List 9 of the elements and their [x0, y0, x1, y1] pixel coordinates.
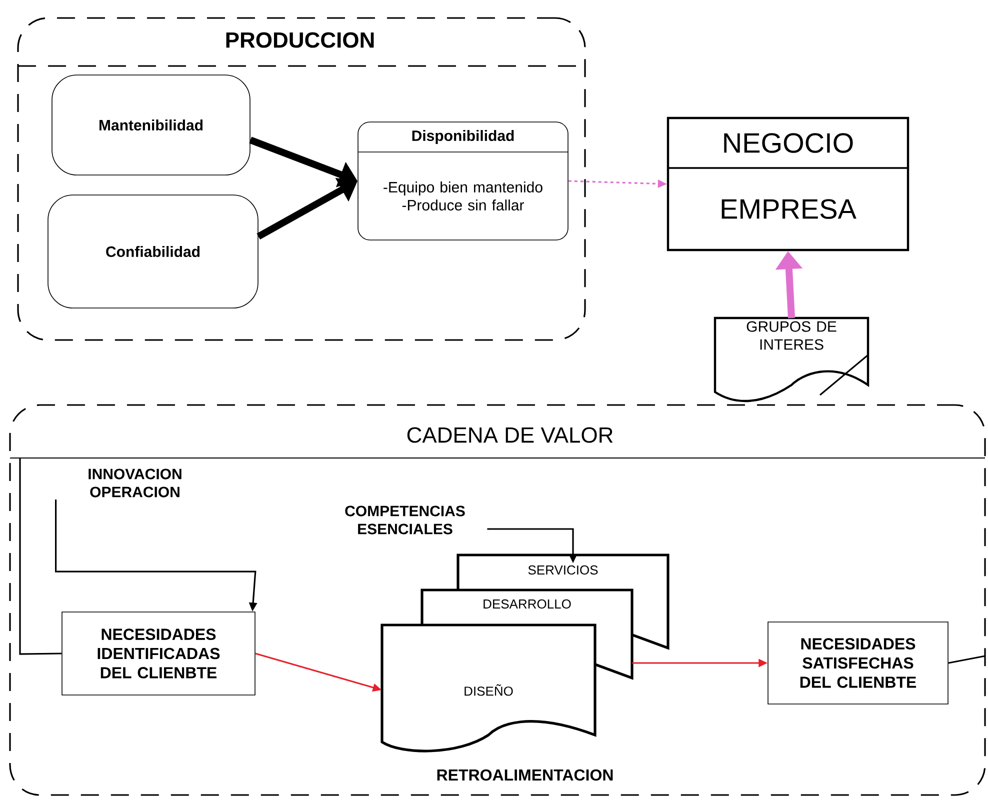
annotation-text: INNOVACION OPERACION	[88, 468, 182, 498]
split-box: NEGOCIO EMPRESA	[666, 116, 910, 252]
annotation-text: RETROALIMENTACION	[437, 769, 613, 781]
rounded-box: Confiabilidad	[48, 194, 258, 308]
process-box: NECESIDADES IDENTIFICADAS DEL CLIENBTE	[62, 612, 256, 696]
annotation-text: COMPETENCIAS ESENCIALES	[345, 506, 465, 534]
split-box: Disponibilidad -Equipo bien mantenido -Produce sin fallar	[358, 122, 568, 240]
rounded-box: Mantenibilidad	[52, 74, 250, 176]
process-box: NECESIDADES SATISFECHAS DEL CLIENBTE	[768, 622, 948, 704]
